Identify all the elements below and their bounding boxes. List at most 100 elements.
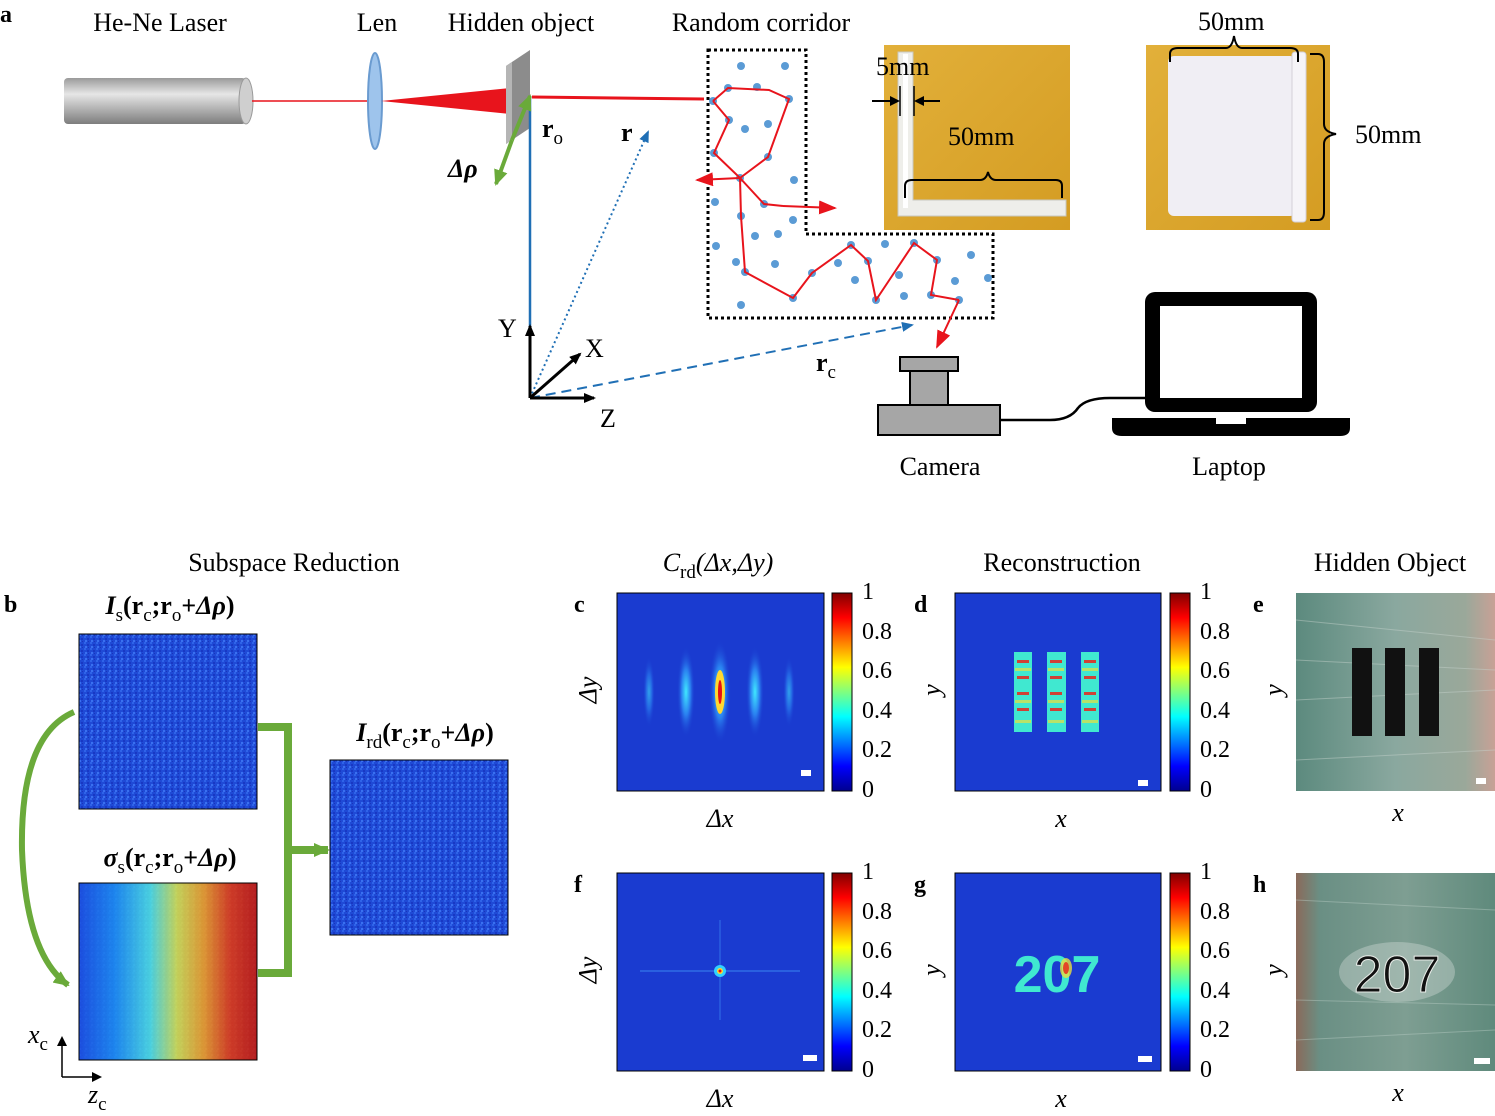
escape-arrow-right [782, 200, 837, 215]
axis-label-y-d: y [916, 684, 946, 696]
panel-label-h: h [1253, 872, 1267, 898]
random-walk-path-1 [712, 86, 791, 180]
beam-to-corridor [531, 95, 705, 101]
colorbar-tick-d: 0.8 [1200, 618, 1230, 645]
colorbar-tick-c: 0.2 [862, 737, 892, 764]
label-hidden-object: Hidden object [447, 8, 595, 37]
colorbar-tick-c: 0.8 [862, 618, 892, 645]
axis-label-dx-f: Δx [706, 1084, 734, 1113]
label-laser: He-Ne Laser [93, 8, 227, 37]
intensity-map-is [78, 633, 258, 810]
escape-arrow-left [695, 172, 741, 187]
camera-icon [877, 356, 1001, 436]
colorbar-tick-c: 0.6 [862, 658, 892, 685]
colorbar-tick-f: 0.4 [862, 977, 892, 1004]
label-sigma: σs(rc;ro+Δρ) [103, 843, 237, 878]
random-walk-path-2 [739, 177, 784, 207]
label-rc: rc [816, 348, 836, 383]
random-corridor-boundary [706, 48, 995, 320]
colorbar-tick-g: 0.8 [1200, 898, 1230, 925]
axis-label-dx-c: Δx [706, 804, 734, 833]
colorbar-tick-g: 0 [1200, 1057, 1212, 1083]
axis-label-y-h: y [1258, 964, 1288, 976]
axis-x [529, 352, 582, 400]
colorbar-c [831, 592, 853, 792]
correlation-map-c [616, 592, 825, 792]
label-lens: Len [356, 8, 398, 37]
corner-piece-photo [884, 45, 1070, 230]
panel-label-g: g [914, 872, 926, 898]
colorbar-tick-g: 0.2 [1200, 1017, 1230, 1044]
axis-label-x-e: x [1392, 798, 1404, 827]
label-axis-y: Y [498, 314, 517, 343]
curved-green-arrow [18, 709, 76, 988]
panel-label-b: b [4, 592, 18, 618]
exit-arrow-to-camera [936, 299, 960, 349]
laser-icon [64, 77, 254, 125]
sigma-map [78, 882, 258, 1061]
random-walk-path-3 [739, 177, 960, 303]
panel-label-e: e [1253, 592, 1264, 618]
vector-rc [529, 321, 914, 399]
label-delta-rho: Δρ [448, 154, 478, 183]
label-xc: xc [28, 1020, 48, 1055]
panel-label-f: f [574, 872, 582, 898]
colorbar-g [1169, 872, 1191, 1072]
colorbar-tick-f: 0.6 [862, 938, 892, 965]
label-crd-title: Crd(Δx,Δy) [662, 548, 774, 583]
reconstructed-text: 207 [1014, 946, 1101, 1004]
axis-label-y-g: y [916, 964, 946, 976]
colorbar-f [831, 872, 853, 1072]
colorbar-tick-d: 1 [1200, 579, 1212, 605]
vector-r [529, 130, 649, 399]
label-ird: Ird(rc;ro+Δρ) [356, 718, 494, 753]
focused-beam [381, 88, 510, 114]
combine-bracket [258, 723, 292, 977]
label-50mm-a: 50mm [948, 122, 1015, 151]
label-5mm: 5mm [876, 52, 930, 81]
intensity-map-ird [329, 759, 509, 936]
colorbar-tick-f: 0.8 [862, 898, 892, 925]
dim-brace-50mm-c [1310, 53, 1337, 221]
camera-cable [1000, 396, 1145, 422]
colorbar-tick-f: 1 [862, 859, 874, 885]
reconstruction-map-g: 207 [954, 872, 1162, 1072]
colorbar-tick-c: 0.4 [862, 697, 892, 724]
label-is: Is(rc;ro+Δρ) [105, 591, 235, 626]
panel-label-c: c [574, 592, 585, 618]
colorbar-tick-c: 0 [862, 777, 874, 803]
label-r: r [621, 118, 633, 147]
axis-label-y-e: y [1258, 684, 1288, 696]
axis-label-x-g: x [1055, 1084, 1067, 1113]
colorbar-tick-f: 0.2 [862, 1017, 892, 1044]
square-piece-photo [1146, 45, 1330, 230]
correlation-map-f [616, 872, 825, 1072]
label-ro: ro [542, 114, 564, 149]
dim-brace-50mm-a [904, 171, 1063, 198]
panel-label-d: d [914, 592, 928, 618]
colorbar-tick-c: 1 [862, 579, 874, 605]
colorbar-tick-d: 0 [1200, 777, 1212, 803]
colorbar-tick-d: 0.6 [1200, 658, 1230, 685]
label-zc: zc [88, 1080, 107, 1115]
reconstruction-map-d [954, 592, 1162, 792]
colorbar-tick-g: 0.6 [1200, 938, 1230, 965]
hidden-object-photo-e [1295, 593, 1495, 791]
hidden-object-photo-h: 207 [1295, 873, 1495, 1071]
colorbar-tick-g: 0.4 [1200, 977, 1230, 1004]
axis-label-x-d: x [1055, 804, 1067, 833]
colorbar-tick-d: 0.4 [1200, 697, 1230, 724]
label-hidden-object-col: Hidden Object [1313, 548, 1467, 577]
axis-label-dy-f: Δy [573, 956, 603, 984]
label-subspace-reduction: Subspace Reduction [188, 548, 400, 577]
label-50mm-b: 50mm [1198, 7, 1265, 36]
colorbar-d [1169, 592, 1191, 792]
laptop-icon [1112, 292, 1350, 436]
dim-brace-50mm-b [1169, 35, 1299, 62]
label-axis-x: X [585, 334, 604, 363]
panel-label-a: a [0, 2, 12, 28]
hidden-object-plate-icon [506, 50, 530, 144]
label-axis-z: Z [600, 404, 616, 433]
